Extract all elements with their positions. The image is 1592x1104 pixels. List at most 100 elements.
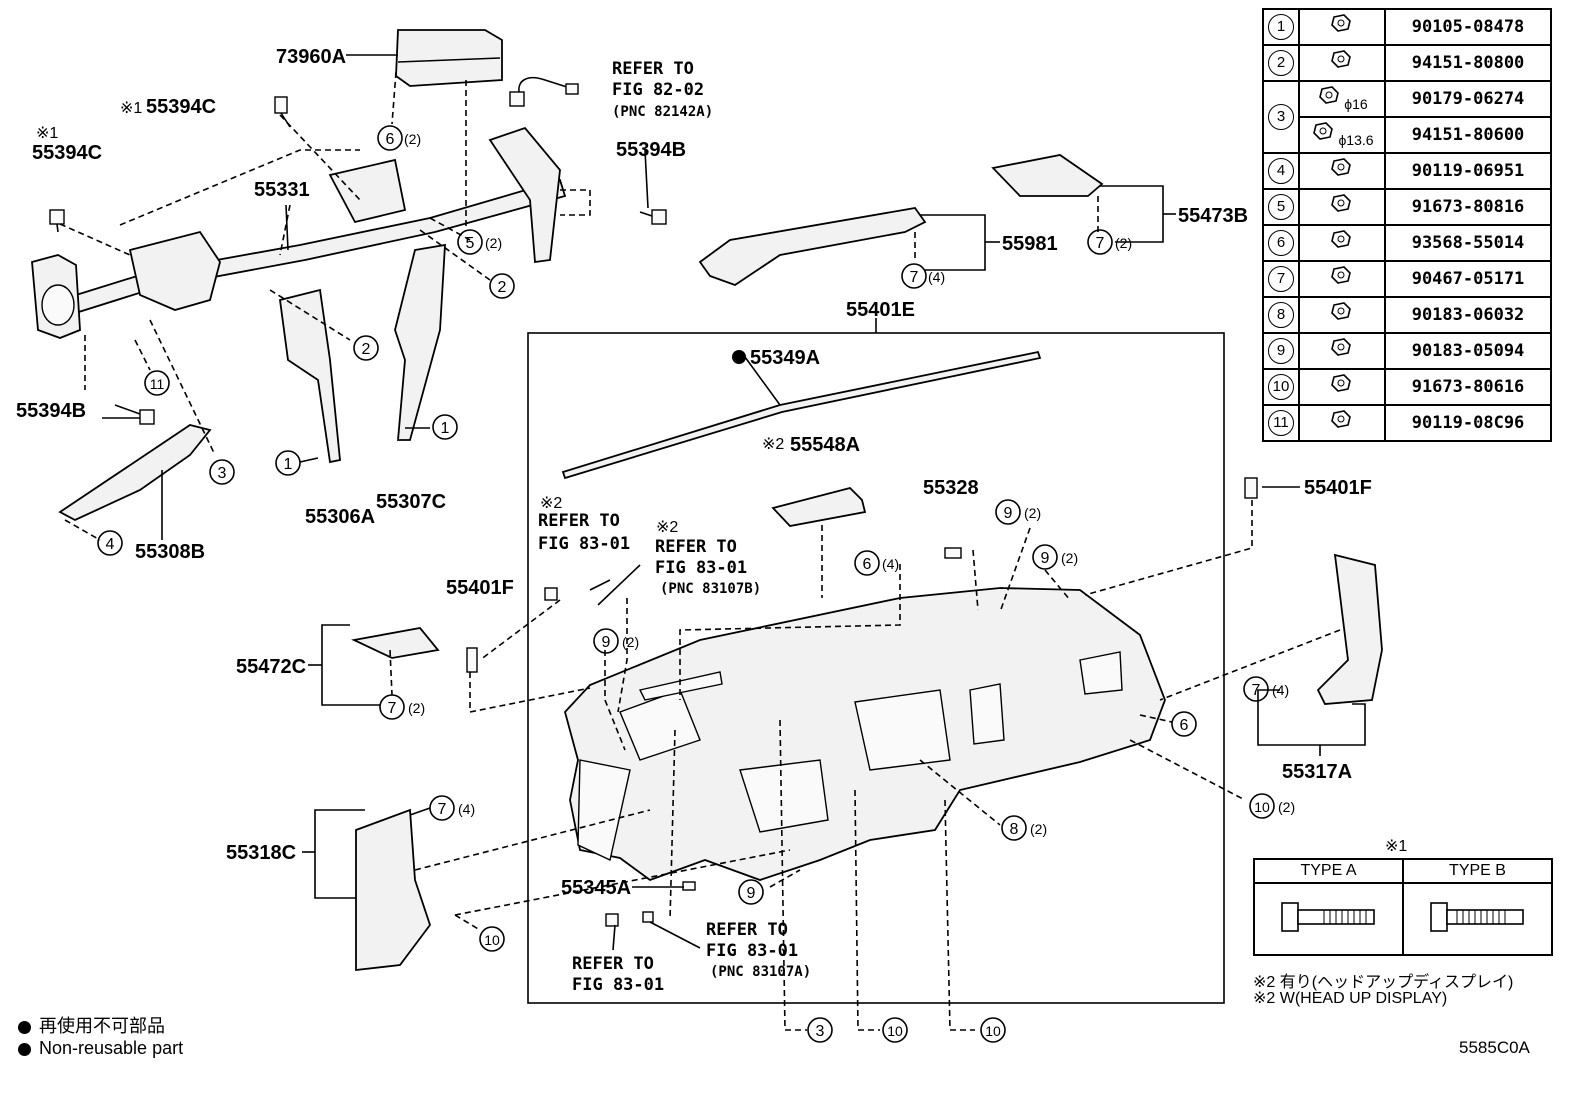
fastener-number: 2 [1268, 50, 1294, 76]
fastener-part-number: 91673-80616 [1384, 368, 1552, 406]
bolt-icon [544, 587, 558, 601]
bolt-icon [1298, 188, 1386, 226]
svg-text:7: 7 [910, 269, 919, 286]
fastener-callout-10: 10 (2) [1249, 793, 1295, 819]
svg-text:9: 9 [747, 885, 756, 902]
callout-55401F-left: 55401F [446, 577, 514, 599]
refer-pnc: (PNC 83107A) [710, 964, 811, 980]
clip-nut-icon [1298, 332, 1386, 370]
fastener-part-number: 90183-05094 [1384, 332, 1552, 370]
fastener-part-number: 90105-08478 [1384, 8, 1552, 46]
fastener-callout-8: 8 (2) [1001, 815, 1047, 841]
callout-55401F-right: 55401F [1304, 477, 1372, 499]
svg-text:(2): (2) [1278, 799, 1295, 815]
fastener-callout-1: 1 [275, 450, 301, 476]
fastener-callout-2: 2 [489, 273, 515, 299]
instrument-panel [564, 587, 1166, 882]
hud-note-en: ※2 W(HEAD UP DISPLAY) [1253, 990, 1448, 1007]
type-a-label: TYPE A [1253, 858, 1404, 884]
fastener-number: 4 [1268, 158, 1294, 184]
svg-text:10: 10 [887, 1023, 903, 1039]
callout-55548A: 55548A [790, 434, 860, 456]
fastener-number: 1 [1268, 14, 1294, 40]
fastener-row: 2 94151-80800 [1262, 44, 1552, 82]
fastener-part-number: 93568-55014 [1384, 224, 1552, 262]
svg-text:11: 11 [150, 376, 165, 392]
svg-text:(4): (4) [882, 556, 899, 572]
svg-text:(2): (2) [404, 131, 421, 147]
fastener-number: 5 [1268, 194, 1294, 220]
fastener-callout-6: 6(4) [854, 550, 899, 576]
clip-icon [642, 911, 654, 923]
legend-non-reusable-en: Non-reusable part [18, 1038, 183, 1059]
clip-icon [944, 547, 962, 559]
fastener-callout-5: 5 (2) [457, 229, 502, 255]
diameter-label: ϕ16 [1344, 95, 1368, 112]
svg-text:(2): (2) [1024, 505, 1041, 521]
svg-text:(4): (4) [928, 269, 945, 285]
bolt-icon [1298, 368, 1386, 406]
svg-text:3: 3 [218, 465, 227, 482]
svg-text:7: 7 [1096, 235, 1105, 252]
svg-text:10: 10 [1254, 799, 1270, 815]
fastener-callout-7: 7(4) [1243, 676, 1289, 702]
bolt-icon [1298, 152, 1386, 190]
refer-pnc: (PNC 82142A) [612, 104, 713, 120]
upper-panels [698, 154, 1176, 287]
svg-text:4: 4 [106, 536, 115, 553]
svg-text:8: 8 [1010, 821, 1019, 838]
fastener-callout-9: 9(2) [593, 628, 639, 654]
circled-numbers: 6(2) 5(2) 2 2 11 1 1 3 4 7(4) 7(2) 9(2) … [97, 125, 1295, 1043]
mark-note2: ※2 [656, 519, 678, 536]
fastener-part-number: 90467-05171 [1384, 260, 1552, 298]
panel-55472C [351, 627, 440, 659]
callout-55473B: 55473B [1178, 205, 1248, 227]
fastener-part-number: 90179-06274 [1384, 80, 1552, 118]
svg-text:(2): (2) [485, 235, 502, 251]
refer-figure: FIG 83-01 [706, 941, 798, 961]
non-reusable-dot-icon [18, 1042, 31, 1056]
svg-text:5: 5 [466, 235, 475, 252]
reinforcement-assembly [31, 29, 667, 522]
bolt-icon [1298, 404, 1386, 442]
side-panel-left [355, 808, 432, 972]
callout-55308B: 55308B [135, 541, 205, 563]
type-b-bolt-icon [1402, 882, 1553, 956]
fastener-callout-7: 7(2) [1087, 229, 1132, 255]
callout-55331: 55331 [254, 179, 310, 201]
callout-55349A: 55349A [750, 347, 820, 369]
callout-55394C-left: 55394C [32, 142, 102, 164]
non-reusable-dot-icon [18, 1020, 31, 1034]
fastener-part-number: 94151-80800 [1384, 44, 1552, 82]
callout-73960A: 73960A [276, 46, 346, 68]
refer-figure: FIG 83-01 [655, 558, 747, 578]
refer-figure: FIG 83-01 [572, 975, 664, 995]
type-a-bolt-icon [1253, 882, 1404, 956]
fastener-callout-10: 10 [882, 1017, 908, 1043]
svg-text:2: 2 [362, 341, 371, 358]
callout-55472C: 55472C [236, 656, 306, 678]
fastener-row: 10 91673-80616 [1262, 368, 1552, 406]
clip-icon [682, 881, 696, 891]
fastener-part-number: 90183-06032 [1384, 296, 1552, 334]
refer-figure: FIG 83-01 [538, 534, 630, 554]
callout-55394B-right: 55394B [616, 139, 686, 161]
hud-cover [771, 486, 867, 527]
fastener-callout-10: 10 [479, 926, 505, 952]
leader-lines-lower [302, 486, 1366, 1031]
fastener-callout-9: 9(2) [1032, 544, 1078, 570]
svg-text:(2): (2) [622, 634, 639, 650]
svg-text:10: 10 [985, 1023, 1001, 1039]
refer-label: REFER TO [655, 537, 737, 557]
fastener-number: 10 [1268, 374, 1294, 400]
svg-text:(2): (2) [1030, 821, 1047, 837]
svg-text:9: 9 [1041, 550, 1050, 567]
hud-note-jp: ※2 有り(ヘッドアップディスプレイ) [1253, 974, 1514, 991]
